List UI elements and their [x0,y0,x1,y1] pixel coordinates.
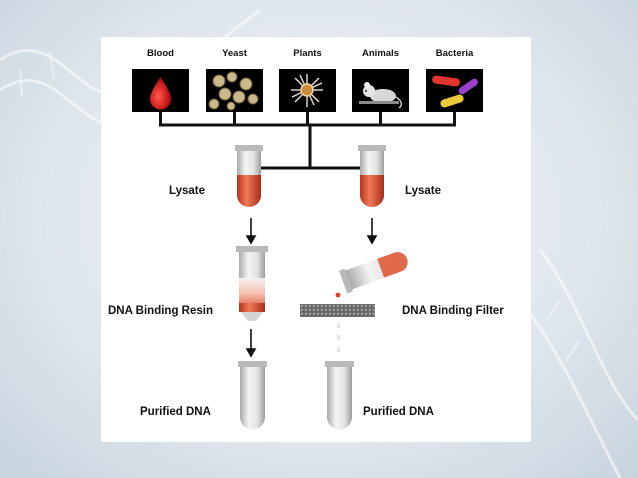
source-label-plants: Plants [293,48,322,59]
binding-filter-label: DNA Binding Filter [402,305,504,317]
source-plants [279,69,336,112]
left-purified-label: Purified DNA [140,406,211,418]
yeast-cells-icon [208,71,259,111]
filtrate-drips [337,323,340,352]
plant-flower-icon [291,74,323,107]
red-drop [335,292,341,298]
left-lysate-tube [235,145,263,207]
source-label-animals: Animals [362,48,399,59]
workflow-diagram [132,69,483,430]
source-bacteria [426,69,483,112]
blood-drop-icon [150,77,171,110]
right-purified-label: Purified DNA [363,406,434,418]
binding-resin-label: DNA Binding Resin [108,305,213,317]
left-purified-tube [238,361,267,430]
mouse-icon [359,82,403,109]
source-label-bacteria: Bacteria [435,48,474,59]
right-lysate-label: Lysate [405,185,442,197]
flow-arrows [245,218,378,358]
left-lysate-label: Lysate [169,185,206,197]
connector-lines [159,112,456,170]
tilted-lysate-tube [339,252,408,294]
diagram-panel: Blood Yeast Plants Animals Bacteria Lysa… [101,37,531,442]
source-label-blood: Blood [147,48,174,59]
resin-column [236,246,268,321]
source-label-yeast: Yeast [222,48,247,59]
source-animals [352,69,409,112]
source-yeast [206,69,263,112]
binding-filter [300,304,375,317]
right-lysate-tube [358,145,386,207]
bacteria-icon [432,75,478,108]
source-blood [132,69,189,112]
right-purified-tube [325,361,354,430]
